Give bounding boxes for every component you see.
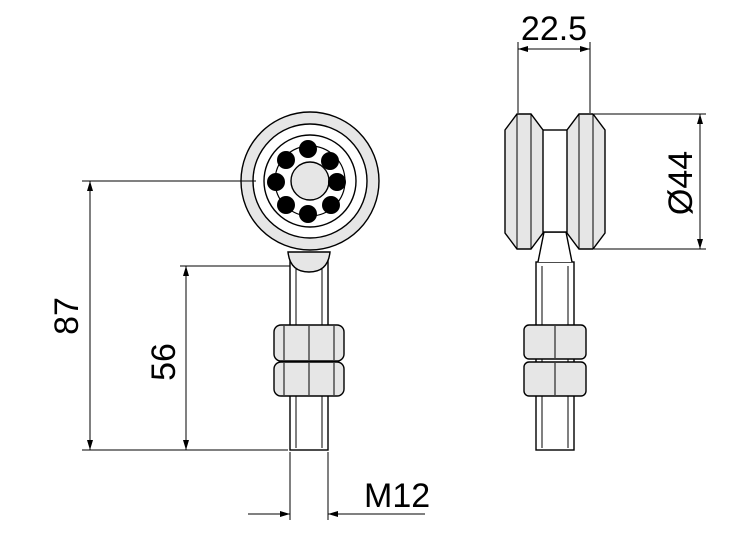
dimension-diameter-44-label: Ø44 <box>662 151 700 215</box>
dimension-m12-label: M12 <box>364 477 430 515</box>
side-nut-lower <box>523 361 587 397</box>
side-view: 22.5 Ø44 <box>504 10 706 451</box>
side-nut-upper <box>523 324 587 360</box>
side-hub <box>539 129 571 233</box>
dimension-56: 56 <box>145 265 290 450</box>
dimension-87: 87 <box>48 180 288 451</box>
side-wheel-right <box>566 113 606 250</box>
dimension-m12: M12 <box>248 452 430 520</box>
front-nut-upper <box>273 324 345 362</box>
front-wheel <box>240 111 380 251</box>
front-eye <box>287 251 331 273</box>
dimension-56-label: 56 <box>145 343 183 381</box>
front-nut-lower <box>273 361 345 397</box>
dimension-87-label: 87 <box>48 297 86 335</box>
front-view: 87 56 M12 <box>48 111 430 520</box>
side-wheel-left <box>504 113 544 250</box>
bearing-balls <box>267 140 346 223</box>
dimension-22-5-label: 22.5 <box>521 10 587 48</box>
dimension-diameter-44: Ø44 <box>594 113 706 250</box>
dimension-22-5: 22.5 <box>517 10 591 113</box>
